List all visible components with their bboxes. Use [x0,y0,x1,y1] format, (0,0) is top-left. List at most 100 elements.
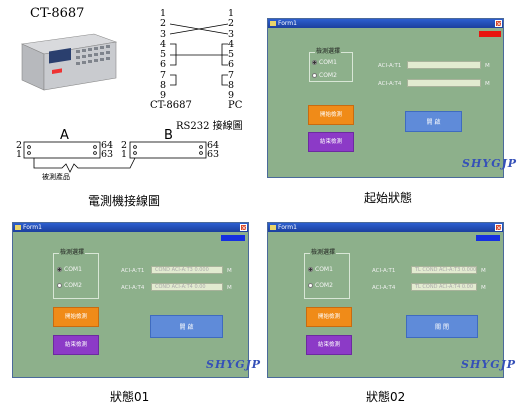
detection-group: 檢測選擇 [53,249,99,299]
start-test-button[interactable]: 開始檢測 [53,307,99,327]
radio-com2[interactable]: COM2 [57,282,82,290]
pin-label: 8 [160,80,167,92]
radio-label: COM1 [319,59,337,66]
radio-label: COM2 [64,282,82,289]
field-label-1: ACI-A:T1 [121,268,145,274]
connector-a-pin: 1 [16,149,23,160]
field-label-2: ACI-A:T4 [378,81,402,87]
measurement-field-1[interactable] [407,61,481,69]
pin-label: 4 [228,38,235,50]
pin-label: 1 [228,8,235,19]
rs232-left-pins: 1 2 3 4 5 6 7 8 9 [160,9,170,102]
window-caption-initial: 起始狀態 [364,191,413,205]
close-button[interactable]: × [495,20,502,28]
pin-label: 7 [228,69,235,81]
radio-com1[interactable]: COM1 [308,266,333,274]
pin-label: 9 [160,90,167,102]
measurement-field-1[interactable]: COND ACI-A:T3 0.000 [151,266,223,274]
detection-group: 檢測選擇 [309,48,353,82]
group-title: 檢測選擇 [59,249,86,257]
pin-label: 8 [228,80,235,92]
rs232-left-end-label: CT-8687 [150,100,192,111]
connector-a-pin: 2 [16,140,23,151]
radio-com2[interactable]: COM2 [308,282,333,290]
app-window-state02: Form1 × 檢測選擇 COM1 COM2 ACI-A:T1 TL COND … [267,222,515,378]
title-bar: Form1 × [13,223,248,232]
radio-com1[interactable]: COM1 [57,266,82,274]
radio-dot-icon [312,73,317,78]
pin-label: 9 [228,90,235,102]
pin-label: 5 [160,49,167,61]
detection-group: 檢測選擇 [304,249,350,299]
close-port-button[interactable]: 關 閉 [406,315,478,338]
rs232-caption: RS232 接線圖 [176,121,243,132]
tester-device-image [20,33,118,91]
start-test-button[interactable]: 開始檢測 [308,105,354,125]
unit-label-1: M [481,268,486,274]
unit-label-2: M [481,285,486,291]
close-button[interactable]: × [495,224,502,232]
window-title: Form1 [278,224,297,231]
radio-com1[interactable]: COM1 [312,59,337,67]
brand-logo: SHYGJP [462,157,518,170]
window-caption-state02: 狀態02 [366,390,406,404]
unit-label-2: M [227,285,232,291]
app-icon [270,225,276,230]
connector-ab-drawing [23,141,207,173]
radio-dot-icon [308,283,313,288]
radio-dot-icon [57,267,62,272]
group-title: 檢測選擇 [310,249,337,257]
brand-logo: SHYGJP [206,358,262,371]
wiring-diagram-caption: 電測機接線圖 [88,194,161,208]
app-window-initial: Form1 × 檢測選擇 COM1 COM2 ACI-A:T1 M ACI-A:… [267,18,516,178]
connector-b-pin: 63 [207,149,220,160]
pin-label: 3 [228,28,235,40]
rs232-wires [169,23,229,86]
app-icon [270,21,276,26]
pin-label: 5 [228,49,235,61]
open-button[interactable]: 開 啟 [150,315,223,338]
end-test-button[interactable]: 結束檢測 [308,132,354,152]
close-button[interactable]: × [240,224,247,232]
radio-dot-icon [308,267,313,272]
pin-label: 6 [228,59,235,71]
measurement-field-2[interactable]: COND ACI-A:T4 0.00 [151,283,223,291]
connector-a-pin: 63 [101,149,114,160]
brand-logo: SHYGJP [461,358,517,371]
window-title: Form1 [278,20,297,27]
field-label-2: ACI-A:T4 [121,285,145,291]
pin-label: 4 [160,38,167,50]
pin-label: 1 [160,8,167,19]
dut-label: 被測產品 [42,173,70,181]
pin-label: 2 [160,18,167,30]
pin-label: 3 [160,28,167,40]
status-indicator [476,235,500,241]
app-window-state01: Form1 × 檢測選擇 COM1 COM2 ACI-A:T1 COND ACI… [12,222,260,378]
start-test-button[interactable]: 開始檢測 [306,307,352,327]
connector-b-pin: 2 [121,140,128,151]
connector-b-pin: 64 [207,140,220,151]
end-test-button[interactable]: 結束檢測 [306,335,352,355]
open-button[interactable]: 開 啟 [405,111,462,132]
field-label-1: ACI-A:T1 [372,268,396,274]
measurement-field-2[interactable] [407,79,481,87]
pin-label: 6 [160,59,167,71]
pin-label: 7 [160,69,167,81]
pin-label: 2 [228,18,235,30]
app-icon [15,225,21,230]
radio-com2[interactable]: COM2 [312,72,337,80]
title-bar: Form1 × [268,19,503,28]
group-title: 檢測選擇 [315,48,342,56]
end-test-button[interactable]: 結束檢測 [53,335,99,355]
field-label-2: ACI-A:T4 [372,285,396,291]
unit-label-1: M [485,63,490,69]
radio-label: COM1 [315,266,333,273]
window-title: Form1 [23,224,42,231]
radio-dot-icon [312,60,317,65]
unit-label-1: M [227,268,232,274]
status-indicator [221,235,245,241]
measurement-field-2[interactable]: TL COND ACI-A:T4 0.00 [411,283,477,291]
measurement-field-1[interactable]: TL COND ACI-A:T3 0.000 [411,266,477,274]
connector-a-pin: 64 [101,140,114,151]
title-bar: Form1 × [268,223,503,232]
